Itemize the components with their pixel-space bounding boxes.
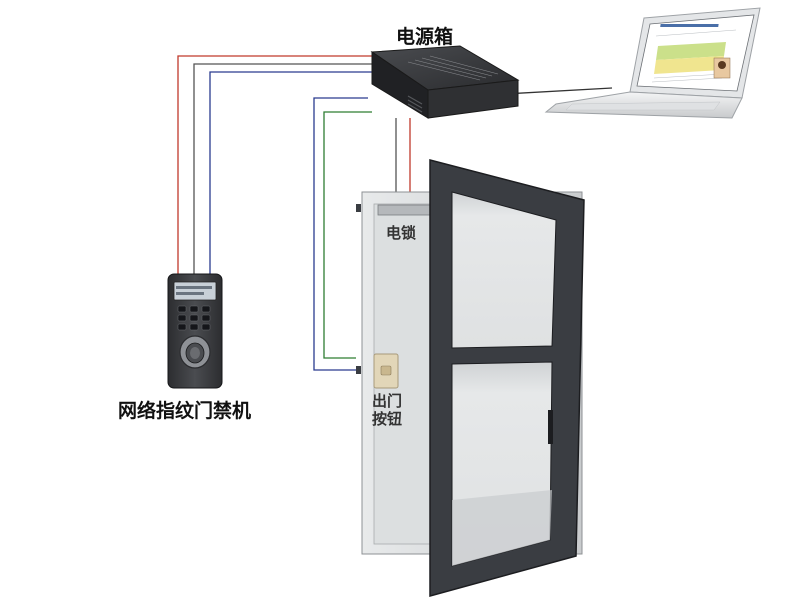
exit-button-label-line2: 按钮 bbox=[372, 410, 403, 428]
power-supply-box bbox=[370, 45, 520, 119]
fingerprint-terminal-label: 网络指纹门禁机 bbox=[118, 400, 252, 422]
laptop-computer bbox=[544, 7, 761, 119]
wire-blue-exit bbox=[313, 97, 368, 371]
exit-button-label-line1: 出门 bbox=[372, 392, 403, 410]
wire-network-laptop bbox=[504, 87, 613, 95]
wire-gray-reader bbox=[193, 63, 372, 276]
wire-blue-reader bbox=[209, 71, 372, 276]
exit-button bbox=[373, 353, 399, 389]
wires bbox=[177, 55, 613, 371]
door-assembly bbox=[356, 159, 585, 597]
power-box-label: 电源箱 bbox=[396, 26, 454, 48]
wire-red-reader bbox=[177, 55, 372, 276]
wire-green-exit bbox=[323, 111, 372, 359]
fingerprint-reader bbox=[167, 273, 223, 389]
door-leaf bbox=[429, 159, 585, 597]
electric-lock-label: 电锁 bbox=[386, 224, 417, 242]
